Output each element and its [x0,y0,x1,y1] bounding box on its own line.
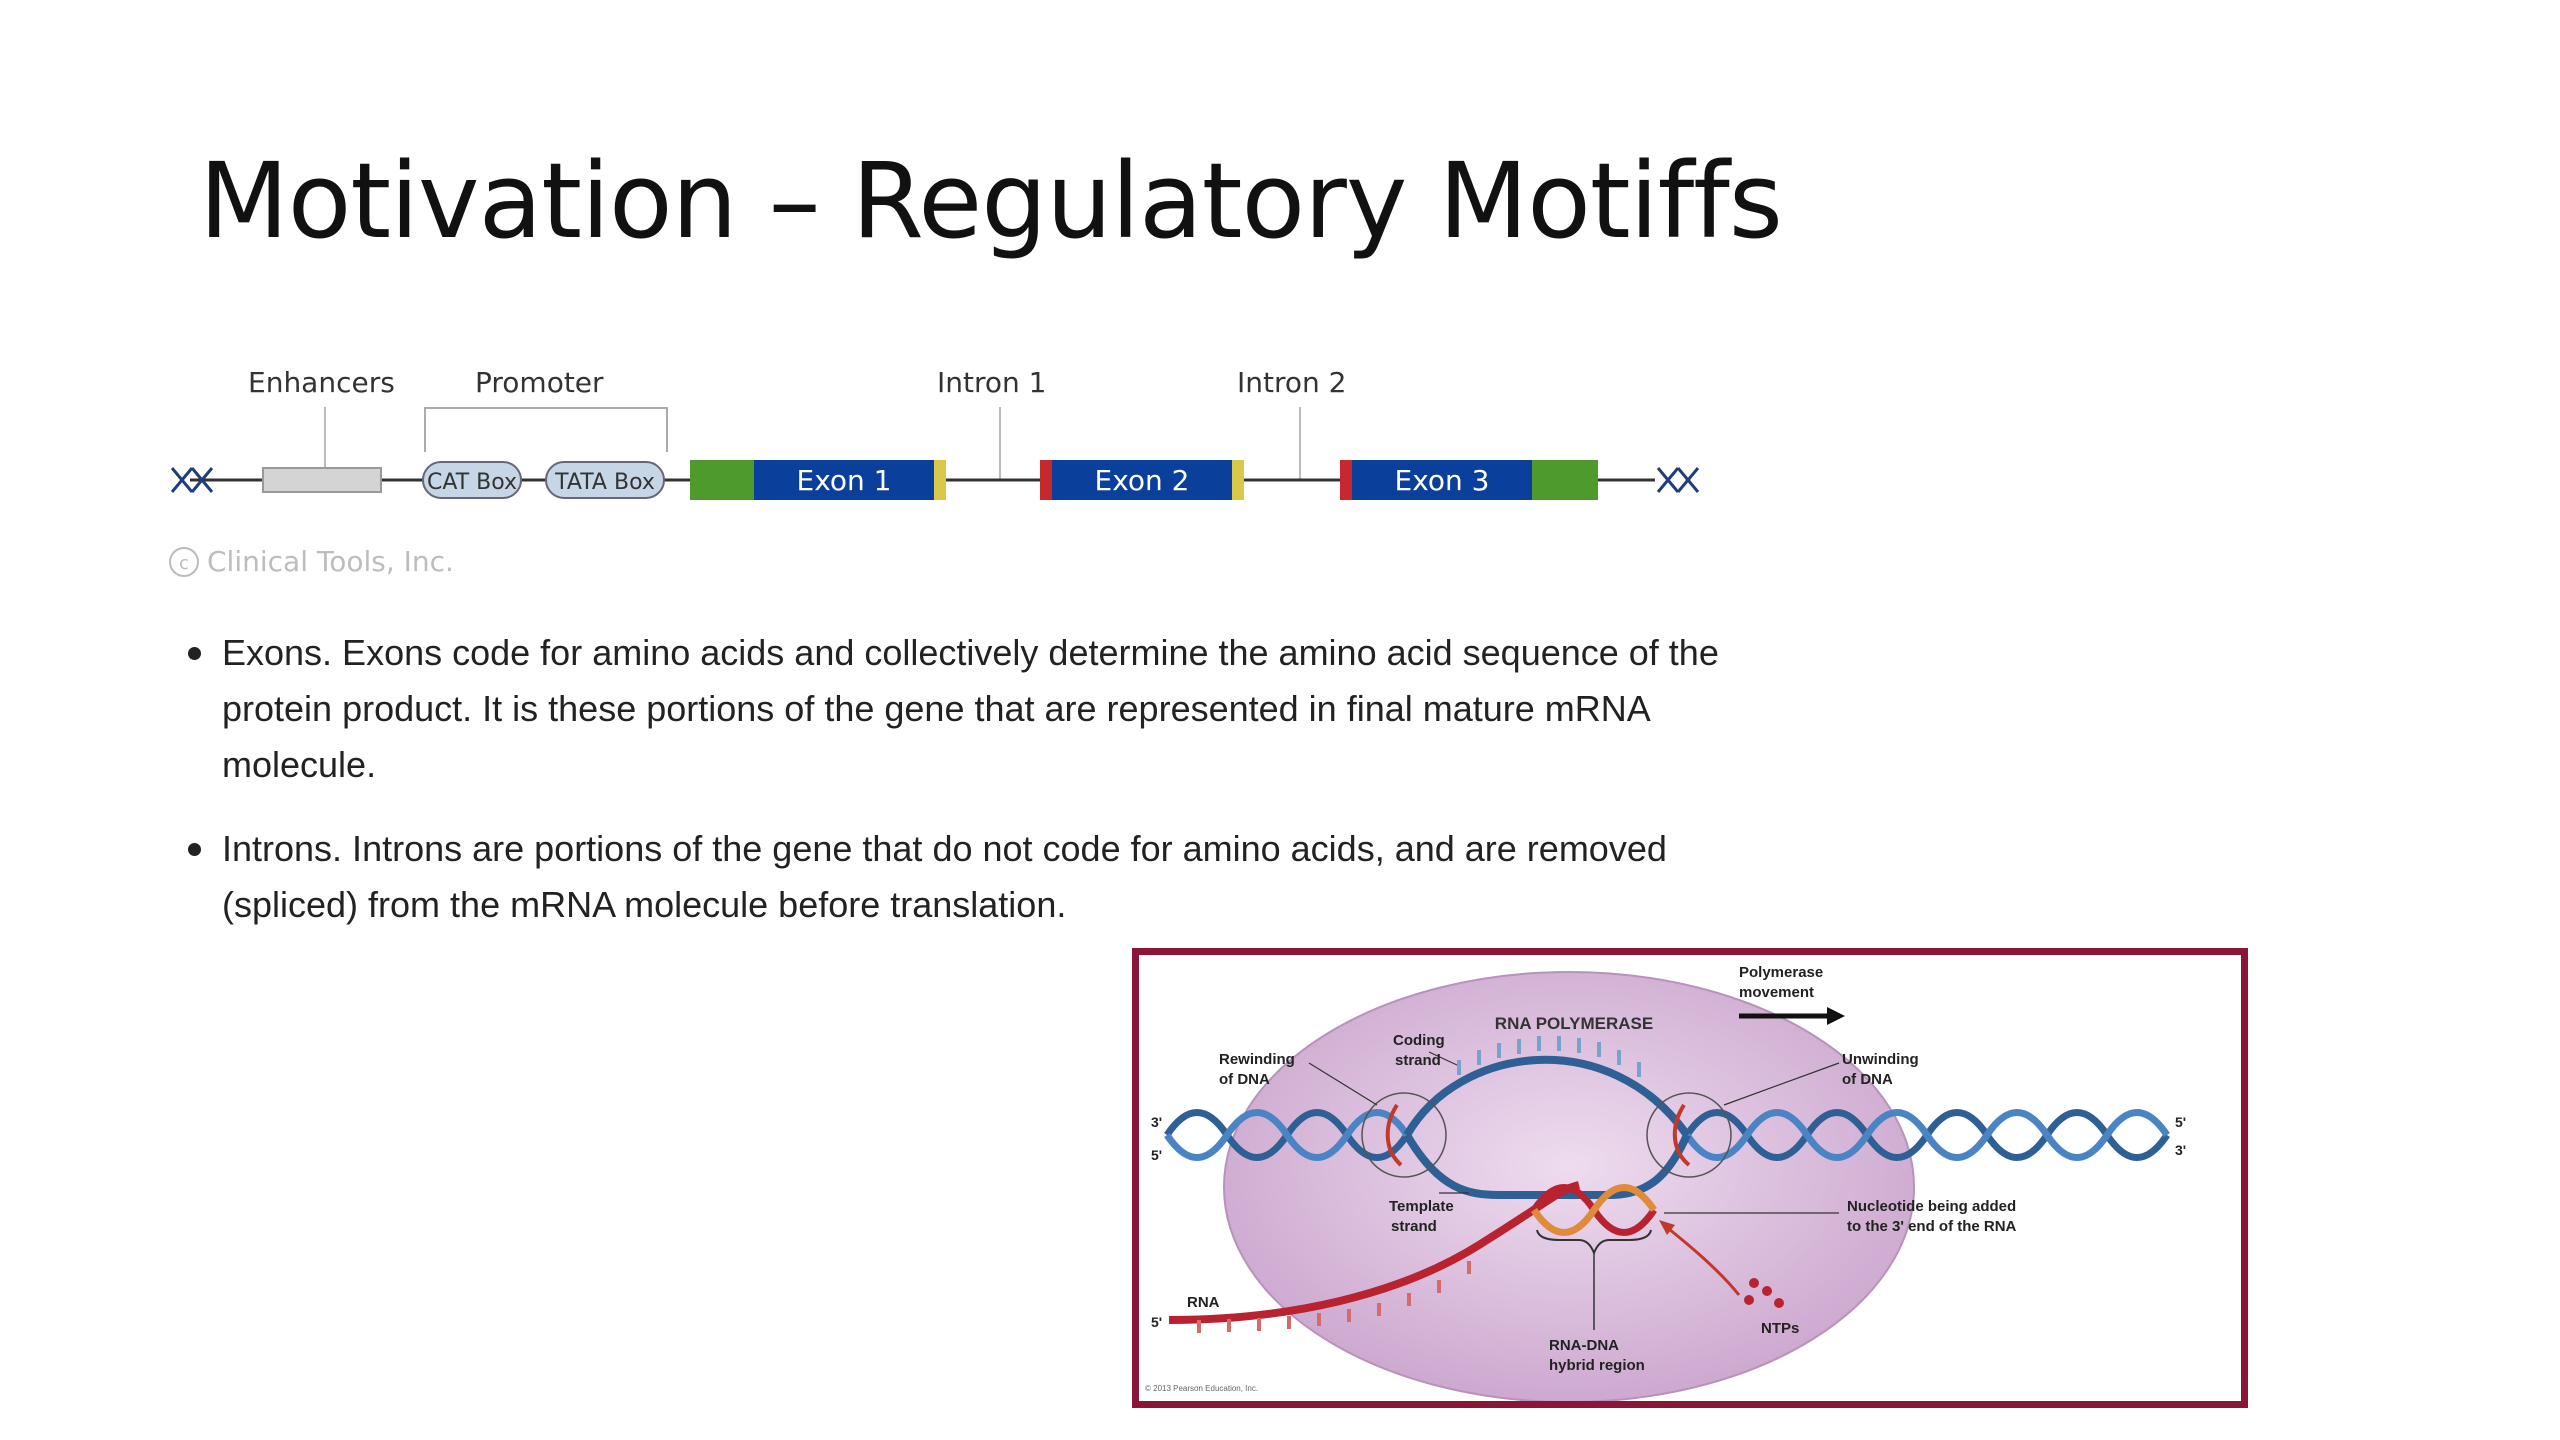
hybrid-label-2: hybrid region [1549,1357,1645,1374]
rna-transcription-figure: RNA POLYMERASE Polymerase movement [1132,948,2248,1408]
rewinding-label-1: Rewinding [1219,1051,1295,1068]
intron1-label: Intron 1 [937,366,1046,399]
hybrid-label-1: RNA-DNA [1549,1337,1619,1354]
polymerase-movement-label-2: movement [1739,984,1814,1001]
splice-site-2-donor [1232,460,1244,500]
intron2-label: Intron 2 [1237,366,1346,399]
bullet-dot-icon [188,647,201,660]
bullet-introns: Introns. Introns are portions of the gen… [184,821,1724,933]
template-strand-label-2: strand [1391,1218,1437,1235]
splice-site-1-donor [934,460,946,500]
splice-site-2-acceptor [1040,460,1052,500]
cat-box-label: CAT Box [427,470,517,495]
end-5-left-label: 5' [1151,1147,1162,1163]
rna-label: RNA [1187,1294,1220,1311]
coding-strand-label-2: strand [1395,1052,1441,1069]
gene-structure-diagram: Enhancers Promoter Intron 1 Intron 2 CAT… [160,355,1720,585]
splice-site-3-acceptor [1340,460,1352,500]
bullet-list: Exons. Exons code for amino acids and co… [184,625,1724,961]
exon-2-label: Exon 2 [1095,464,1190,497]
nucleotide-added-label-2: to the 3' end of the RNA [1847,1218,2017,1235]
utr-3-block [1532,460,1598,500]
template-strand-label-1: Template [1389,1198,1454,1215]
polymerase-movement-label-1: Polymerase [1739,964,1823,981]
rna-figure-copyright: © 2013 Pearson Education, Inc. [1145,1384,1258,1393]
end-3-left-label: 3' [1151,1114,1162,1130]
promoter-label: Promoter [475,366,604,399]
enhancer-box [263,468,381,492]
nucleotide-added-label-1: Nucleotide being added [1847,1198,2016,1215]
end-5-rna-label: 5' [1151,1314,1162,1330]
coding-strand-label-1: Coding [1393,1032,1445,1049]
utr-5-block [690,460,754,500]
rna-polymerase-label: RNA POLYMERASE [1495,1014,1653,1033]
tata-box-label: TATA Box [554,470,655,495]
promoter-bracket [425,408,667,452]
bullet-introns-text: Introns. Introns are portions of the gen… [222,828,1667,925]
bullet-dot-icon [188,843,201,856]
rna-transcription-illustration: RNA POLYMERASE Polymerase movement [1139,955,2241,1401]
bullet-exons: Exons. Exons code for amino acids and co… [184,625,1724,793]
unwinding-label-2: of DNA [1842,1071,1893,1088]
dna-end-right-icon [1658,468,1698,492]
ntps-label: NTPs [1761,1320,1799,1337]
exon-3-label: Exon 3 [1395,464,1490,497]
enhancers-label: Enhancers [248,366,395,399]
bullet-exons-text: Exons. Exons code for amino acids and co… [222,632,1719,785]
copyright-icon-glyph: c [179,553,189,574]
rewinding-label-2: of DNA [1219,1071,1270,1088]
gene-diagram-copyright: Clinical Tools, Inc. [207,545,454,578]
polymerase-movement-arrowhead-icon [1827,1007,1845,1025]
slide-title: Motivation – Regulatory Motiffs [199,140,1782,262]
exon-1-label: Exon 1 [797,464,892,497]
end-5-right-label: 5' [2175,1114,2186,1130]
unwinding-label-1: Unwinding [1842,1051,1919,1068]
end-3-right-label: 3' [2175,1142,2186,1158]
